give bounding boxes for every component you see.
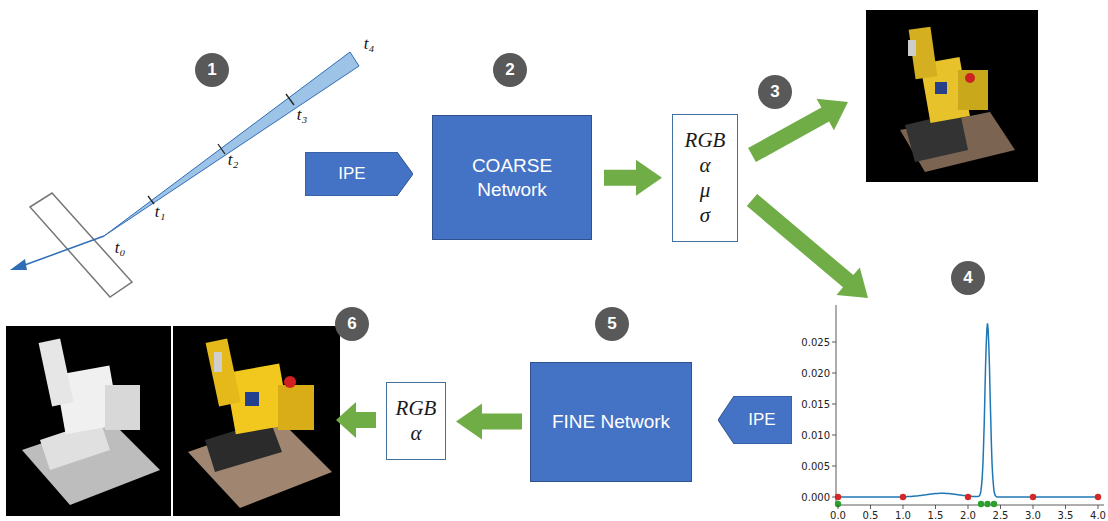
fine-render <box>173 326 340 516</box>
axis-tick-label: 0.0 <box>830 510 846 521</box>
interval-label: t₀ <box>115 238 126 258</box>
flow-arrow <box>456 404 522 440</box>
flow-arrow <box>748 99 848 162</box>
interval-tick <box>148 196 154 204</box>
interval-label: t₄ <box>364 34 375 54</box>
axis-tick-label: 4.0 <box>1090 510 1106 521</box>
axis-tick-label: 0.5 <box>863 510 879 521</box>
interval-tick <box>286 94 294 105</box>
axis-tick-label: 0.025 <box>801 337 830 348</box>
network-label: COARSE Network <box>447 154 577 202</box>
ray-arrowhead <box>10 259 27 270</box>
axis-tick-label: 0.020 <box>801 368 830 379</box>
axis-tick-label: 3.5 <box>1058 510 1074 521</box>
encoding-arrow-box: IPE <box>305 152 413 196</box>
axis-tick-label: 0.015 <box>801 399 830 410</box>
network-box: FINE Network <box>530 362 692 482</box>
output-box: RGB α <box>386 382 446 460</box>
cone-frustum <box>104 52 359 236</box>
callout-number: 1 <box>195 53 229 87</box>
encoding-label: IPE <box>338 164 365 184</box>
network-label: FINE Network <box>552 410 670 434</box>
axis-tick-label: 0.005 <box>801 461 830 472</box>
interval-tick <box>218 144 225 154</box>
interval-label: t₁ <box>155 202 166 222</box>
callout-number: 2 <box>493 53 527 87</box>
flow-arrow <box>456 404 522 440</box>
flow-arrow <box>747 194 868 298</box>
axis-tick-label: 3.0 <box>1025 510 1041 521</box>
encoding-label: IPE <box>748 410 775 430</box>
callout-number: 6 <box>335 307 369 341</box>
network-box: COARSE Network <box>432 115 592 240</box>
axis-tick-label: 0.000 <box>801 492 830 503</box>
flow-arrow <box>604 160 662 196</box>
flow-arrow <box>604 160 662 196</box>
axis-tick-label: 2.5 <box>993 510 1009 521</box>
axis-tick-label: 0.010 <box>801 430 830 441</box>
axis-tick-label: 2.0 <box>960 510 976 521</box>
axis-tick-label: 1.0 <box>895 510 911 521</box>
coarse-render <box>866 10 1038 182</box>
callout-number: 5 <box>595 307 629 341</box>
interval-label: t₂ <box>228 150 239 170</box>
output-variables: RGB α μ σ <box>680 128 730 229</box>
ray-line <box>22 236 104 266</box>
interval-label: t₃ <box>297 105 308 125</box>
output-variables: RGB α <box>394 396 438 446</box>
axis-tick-label: 1.5 <box>928 510 944 521</box>
depth-map <box>6 326 171 516</box>
callout-number: 4 <box>951 261 985 295</box>
flow-arrow <box>336 402 376 438</box>
encoding-arrow-box: IPE <box>718 396 792 444</box>
output-box: RGB α μ σ <box>672 114 738 242</box>
callout-number: 3 <box>758 75 792 109</box>
weight-plot <box>800 296 1108 521</box>
